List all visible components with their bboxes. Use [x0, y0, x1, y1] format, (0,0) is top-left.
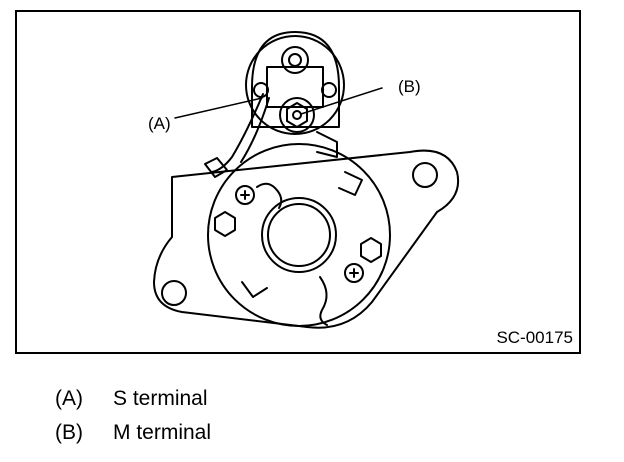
legend-item-b: (B) M terminal [55, 422, 211, 443]
mounting-flange [153, 149, 459, 329]
leader-line-b [300, 87, 383, 115]
solenoid-cap [245, 35, 345, 135]
callout-a-label: (A) [148, 114, 171, 133]
housing-bolt [344, 263, 364, 283]
legend-label: M terminal [113, 421, 212, 444]
legend-item-a: (A) S terminal [55, 388, 211, 409]
housing-wavy-edge [319, 276, 328, 326]
solenoid-connector [316, 131, 338, 158]
leader-line-a [174, 97, 263, 119]
flange-bolt-hole-right [412, 162, 438, 188]
side-terminal-right [321, 82, 337, 98]
side-terminal-left [253, 82, 269, 98]
legend: (A) S terminal (B) M terminal [55, 388, 211, 456]
housing-bolt [235, 185, 255, 205]
wire-connector [204, 157, 228, 178]
figure-code: SC-00175 [496, 328, 573, 347]
callout-b-label: (B) [398, 77, 421, 96]
center-boss-outer [261, 197, 337, 273]
housing-notch [338, 171, 363, 196]
m-terminal-nut [286, 102, 308, 128]
legend-key: (B) [55, 421, 83, 444]
housing-nut [214, 211, 236, 237]
legend-key: (A) [55, 387, 83, 410]
legend-label: S terminal [113, 387, 208, 410]
housing-notch [241, 281, 268, 298]
flange-bolt-hole-left [161, 280, 187, 306]
center-boss-inner [267, 203, 331, 267]
s-terminal-wire [211, 93, 264, 173]
starter-motor-drawing [153, 31, 459, 329]
upper-terminal-bolt-inner [288, 53, 302, 67]
upper-terminal-bolt-outer [281, 46, 309, 74]
m-terminal-washer [279, 97, 315, 133]
figure-frame: (A) (B) SC-00175 [15, 10, 581, 354]
housing-nut [360, 237, 382, 263]
m-terminal-stud [292, 110, 302, 120]
motor-housing [207, 143, 391, 327]
housing-wavy-edge [256, 182, 283, 209]
solenoid-body [251, 31, 340, 128]
